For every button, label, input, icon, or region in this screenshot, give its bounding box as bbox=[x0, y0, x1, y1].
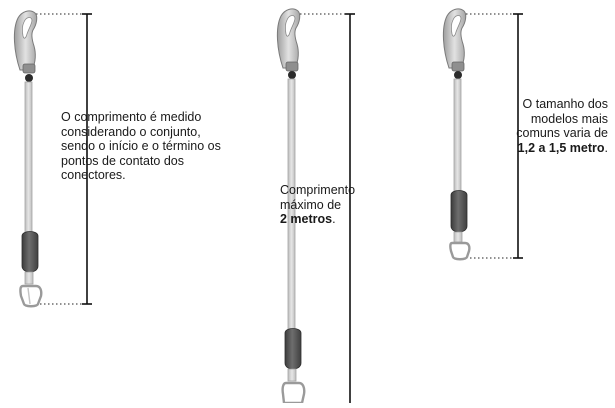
caption-max-line1: Comprimento bbox=[280, 183, 356, 197]
caption-common-sizes: O tamanho dos modelos mais comuns varia … bbox=[460, 97, 608, 155]
shock-absorber-icon bbox=[284, 328, 302, 370]
carabiner-icon bbox=[449, 241, 471, 261]
large-hook-icon bbox=[442, 8, 467, 69]
lanyard-3 bbox=[442, 8, 523, 261]
caption-common-line1: O tamanho dos bbox=[522, 97, 608, 111]
caption-max-period: . bbox=[332, 212, 336, 226]
carabiner-icon bbox=[19, 284, 43, 308]
caption-max-line2: máximo de bbox=[280, 197, 342, 212]
caption-common-range: 1,2 a 1,5 metro bbox=[517, 140, 605, 155]
caption-maximum-length: Comprimento máximo de 2 metros. bbox=[280, 183, 380, 227]
shock-absorber-icon bbox=[450, 190, 468, 233]
large-hook-icon bbox=[276, 8, 301, 69]
webbing-strap bbox=[24, 81, 33, 233]
caption-common-line2: modelos mais bbox=[530, 111, 608, 126]
swivel-icon bbox=[25, 74, 33, 82]
swivel-icon bbox=[288, 71, 296, 79]
caption-common-line3: comuns varia de bbox=[516, 126, 608, 140]
swivel-icon bbox=[454, 71, 462, 79]
caption-common-period: . bbox=[604, 140, 608, 155]
caption-max-value: 2 metros bbox=[280, 212, 333, 226]
large-hook-icon bbox=[13, 10, 38, 71]
caption-measurement-method: O comprimento é medido considerando o co… bbox=[61, 110, 221, 182]
carabiner-icon bbox=[281, 381, 306, 405]
shock-absorber-icon bbox=[21, 231, 39, 273]
lanyard-1 bbox=[13, 10, 92, 308]
